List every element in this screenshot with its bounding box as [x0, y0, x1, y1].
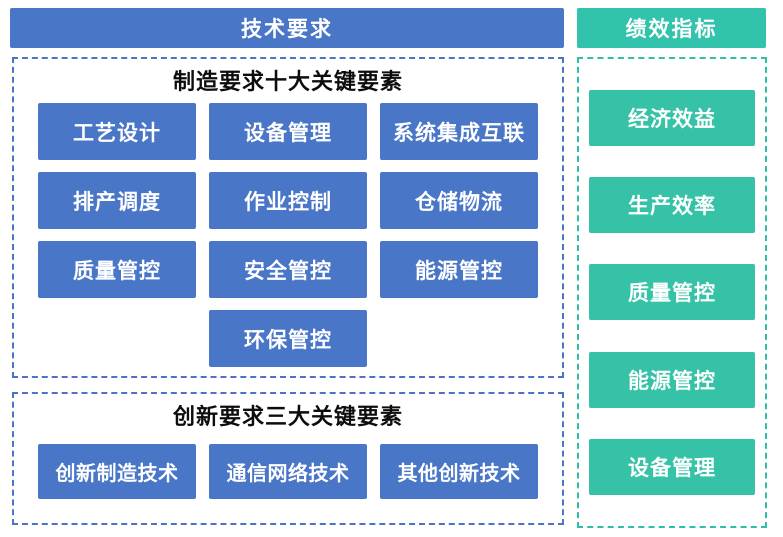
manufacturing-element-box: 环保管控	[209, 310, 367, 367]
manufacturing-element-box: 作业控制	[209, 172, 367, 229]
manufacturing-element-box: 设备管理	[209, 103, 367, 160]
innovation-panel-title: 创新要求三大关键要素	[172, 404, 403, 429]
performance-indicators-panel: 经济效益 生产效率 质量管控 能源管控 设备管理	[577, 57, 767, 528]
performance-indicator-box: 设备管理	[589, 438, 755, 495]
innovation-element-box: 通信网络技术	[209, 444, 367, 499]
manufacturing-element-box: 工艺设计	[38, 103, 196, 160]
manufacturing-grid: 工艺设计 设备管理 系统集成互联 排产调度 作业控制 仓储物流 质量管控 安全管…	[14, 103, 562, 367]
performance-indicator-box: 经济效益	[589, 90, 755, 147]
performance-indicator-box: 质量管控	[589, 264, 755, 321]
manufacturing-panel-title: 制造要求十大关键要素	[172, 69, 403, 94]
manufacturing-element-box: 仓储物流	[380, 172, 538, 229]
manufacturing-element-box: 质量管控	[38, 241, 196, 298]
performance-indicators-header: 绩效指标	[577, 8, 766, 48]
performance-indicator-box: 生产效率	[589, 177, 755, 234]
manufacturing-element-box: 排产调度	[38, 172, 196, 229]
manufacturing-element-box: 系统集成互联	[380, 103, 538, 160]
innovation-elements-panel: 创新要求三大关键要素 创新制造技术 通信网络技术 其他创新技术	[12, 392, 564, 525]
technical-requirements-header: 技术要求	[10, 8, 564, 48]
innovation-element-box: 其他创新技术	[380, 444, 538, 499]
innovation-grid: 创新制造技术 通信网络技术 其他创新技术	[14, 444, 562, 499]
performance-indicator-box: 能源管控	[589, 351, 755, 408]
manufacturing-element-box: 安全管控	[209, 241, 367, 298]
manufacturing-elements-panel: 制造要求十大关键要素 工艺设计 设备管理 系统集成互联 排产调度 作业控制 仓储…	[12, 57, 564, 378]
innovation-element-box: 创新制造技术	[38, 444, 196, 499]
manufacturing-element-box: 能源管控	[380, 241, 538, 298]
